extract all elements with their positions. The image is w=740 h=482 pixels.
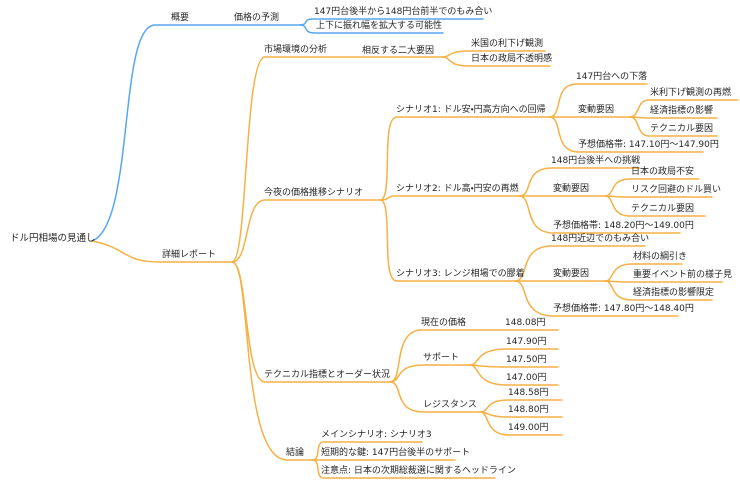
node-s3-range: 予想価格帯: 147.80円〜148.40円 [553,304,694,314]
node-s2-range: 予想価格帯: 148.20円〜149.00円 [553,221,694,231]
node-resistance-3: 149.00円 [508,423,549,433]
node-support: サポート [423,353,460,363]
node-market-analysis: 市場環境の分析 [264,45,328,55]
node-conclusion-main-scenario: メインシナリオ: シナリオ3 [321,430,432,440]
node-detail-report: 詳細レポート [162,250,217,260]
node-resistance: レジスタンス [423,400,477,410]
node-overview: 概要 [171,13,190,23]
node-s3-factor-2: 重要イベント前の様子見 [633,270,733,280]
node-s3-factor-1: 材料の綱引き [633,252,688,262]
node-s2-move: 148円台後半への挑戦 [551,156,641,166]
node-japan-political-uncertainty: 日本の政局不透明感 [471,54,553,64]
node-s1-factors: 変動要因 [578,105,615,115]
node-technical-orders: テクニカル指標とオーダー状況 [264,370,391,380]
node-scenario1: シナリオ1: ドル安・円高方向への回帰 [396,105,546,115]
node-tonight-scenarios: 今夜の価格推移シナリオ [264,188,364,198]
node-s1-factor-3: テクニカル要因 [650,124,714,134]
node-s1-move: 147円台への下落 [576,72,648,82]
node-forecast-volatility: 上下に振れ幅を拡大する可能性 [316,21,443,31]
node-resistance-2: 148.80円 [508,405,549,415]
node-support-2: 147.50円 [506,355,547,365]
node-conclusion-caution: 注意点: 日本の次期総裁選に関するヘッドライン [321,466,516,476]
node-s1-range: 予想価格帯: 147.10円〜147.90円 [578,140,719,150]
node-two-opposing-factors: 相反する二大要因 [362,46,435,56]
node-current-price-value: 148.08円 [505,318,546,328]
node-current-price-label: 現在の価格 [421,318,467,328]
detail-branch-lines [91,50,739,479]
node-support-3: 147.00円 [506,373,547,383]
node-resistance-1: 148.58円 [508,388,549,398]
node-forecast-range: 147円台後半から148円台前半でのもみ合い [314,7,493,17]
node-support-1: 147.90円 [506,337,547,347]
node-conclusion: 結論 [286,448,305,458]
node-price-forecast: 価格の予測 [234,13,280,23]
node-s3-move: 148円近辺でのもみ合い [551,234,650,244]
node-s2-factor-1: 日本の政局不安 [631,167,695,177]
node-root: ドル円相場の見通し [10,233,96,244]
node-s2-factor-3: テクニカル要因 [631,204,695,214]
overview-branch-lines [91,18,484,242]
node-scenario3: シナリオ3: レンジ相場での膠着 [396,269,525,279]
node-s3-factors: 変動要因 [553,269,590,279]
node-s1-factor-1: 米利下げ観測の再燃 [650,88,732,98]
node-scenario2: シナリオ2: ドル高・円安の再燃 [396,184,519,194]
node-s3-factor-3: 経済指標の影響限定 [633,288,715,298]
node-s2-factor-2: リスク回避のドル買い [631,185,722,195]
node-s2-factors: 変動要因 [553,184,590,194]
node-s1-factor-2: 経済指標の影響 [650,106,714,116]
node-us-rate-cut-speculation: 米国の利下げ観測 [471,39,544,49]
node-conclusion-short-term-key: 短期的な鍵: 147円台後半のサポート [321,448,471,458]
